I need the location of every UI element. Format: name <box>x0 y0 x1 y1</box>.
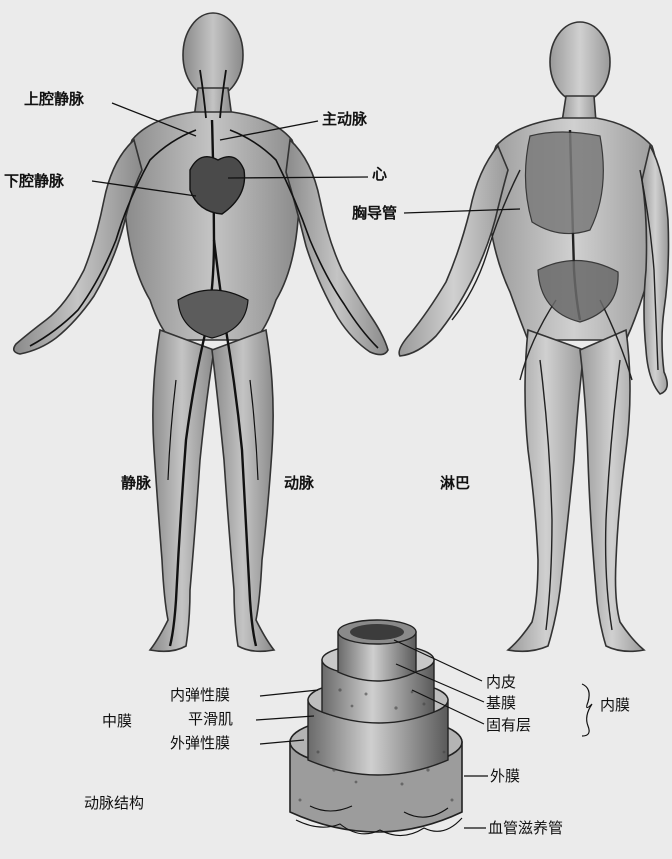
artery-structure-drawing <box>290 620 462 836</box>
label-veins: 静脉 <box>121 474 151 492</box>
female-organ-shape <box>525 132 603 234</box>
label-arteries: 动脉 <box>284 474 314 492</box>
label-smooth-muscle: 平滑肌 <box>188 710 233 728</box>
label-heart: 心 <box>372 165 387 183</box>
label-vasa-vasorum: 血管滋养管 <box>488 819 563 837</box>
label-artery-structure: 动脉结构 <box>84 794 144 812</box>
label-lamina-propria: 固有层 <box>486 716 531 734</box>
female-figure <box>399 22 668 651</box>
label-inferior-vena-cava: 下腔静脉 <box>4 172 64 190</box>
label-thoracic-duct: 胸导管 <box>352 204 397 222</box>
label-basement-membrane: 基膜 <box>486 694 516 712</box>
label-aorta: 主动脉 <box>322 110 367 128</box>
label-tunica-media: 中膜 <box>102 712 132 730</box>
label-endothelium: 内皮 <box>486 673 516 691</box>
label-tunica-intima: 内膜 <box>600 696 630 714</box>
label-internal-elastic-membrane: 内弹性膜 <box>170 686 230 704</box>
label-external-elastic-membrane: 外弹性膜 <box>170 734 230 752</box>
label-superior-vena-cava: 上腔静脉 <box>24 90 84 108</box>
label-lymph: 淋巴 <box>440 474 470 492</box>
label-tunica-adventitia: 外膜 <box>490 767 520 785</box>
